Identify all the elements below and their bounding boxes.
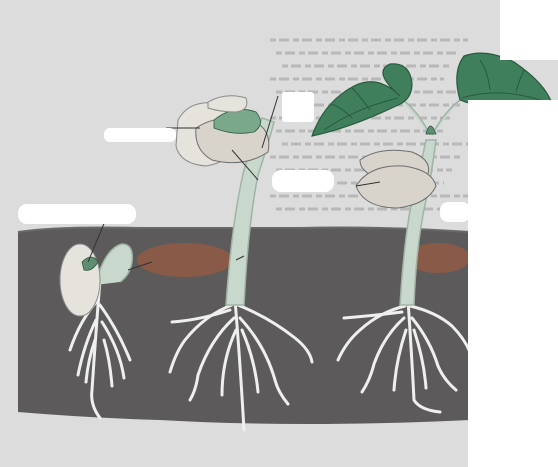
label-box-epicotyl [282,92,314,122]
label-box-cotyledon [440,202,470,222]
label-box-hook [104,128,176,142]
label-box-hypocotyl [272,170,334,192]
label-box-top-right [500,0,558,60]
label-box-right-margin [468,100,558,467]
stage-1-seed [60,244,100,316]
label-box-seed-coat [18,204,136,224]
soil-patch-left [137,243,233,277]
